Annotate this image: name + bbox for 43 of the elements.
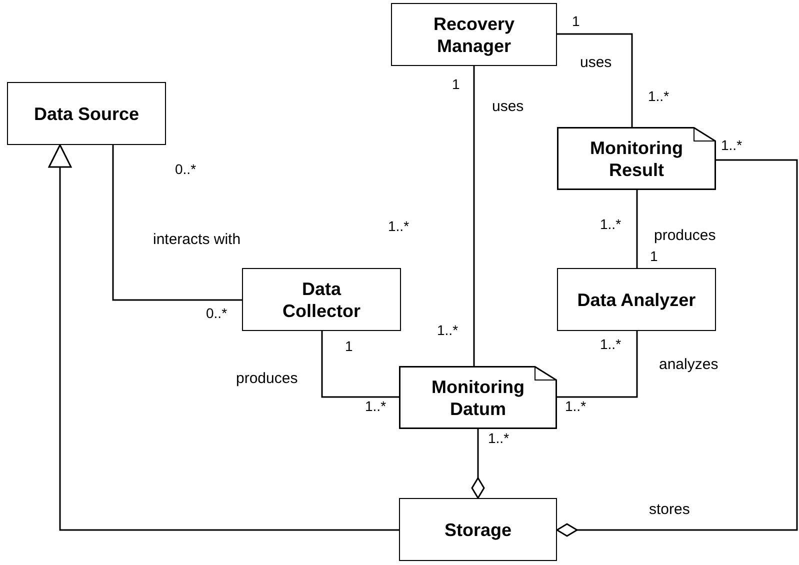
class-name: Data Source [34, 102, 140, 124]
aggregation-line [556, 159, 798, 537]
association-line [636, 190, 638, 268]
association-line [321, 331, 399, 398]
class-box [242, 268, 401, 331]
multiplicity-label: 1..* [600, 216, 622, 232]
generalization-arrow [48, 144, 399, 531]
multiplicity-label: 1..* [648, 88, 670, 104]
class-box [399, 498, 557, 561]
association-line [473, 66, 475, 366]
edge-label: uses [580, 54, 612, 72]
class-name: Recovery Manager [432, 12, 516, 56]
association-line [112, 145, 242, 301]
multiplicity-label: 1 [452, 76, 460, 92]
edge-label: produces [654, 227, 716, 245]
class-box [557, 268, 716, 331]
edge-label: produces [236, 370, 298, 388]
multiplicity-label: 1..* [437, 322, 458, 338]
multiplicity-label: 1 [650, 248, 658, 264]
class-box [391, 3, 557, 66]
association-line [557, 331, 638, 398]
multiplicity-label: 0..* [206, 305, 228, 321]
multiplicity-label: 1 [345, 338, 353, 354]
edge-label: uses [492, 98, 524, 116]
class-name: Storage [444, 518, 512, 540]
edge-label: interacts with [153, 231, 241, 249]
edge-label: analyzes [659, 356, 718, 374]
class-name: Monitoring Datum [430, 376, 526, 420]
class-name: Monitoring Result [589, 136, 684, 180]
association-line [557, 33, 633, 127]
edge-label: stores [649, 501, 690, 519]
class-name: Data Analyzer [577, 288, 696, 310]
multiplicity-label: 0..* [175, 161, 196, 177]
multiplicity-label: 1..* [365, 398, 386, 414]
class-name: Data Collector [281, 278, 362, 322]
multiplicity-label: 1..* [565, 398, 586, 414]
multiplicity-label: 1..* [600, 336, 622, 352]
multiplicity-label: 1..* [388, 218, 410, 234]
multiplicity-label: 1..* [721, 137, 742, 153]
class-box [7, 82, 166, 145]
multiplicity-label: 1..* [488, 430, 510, 446]
multiplicity-label: 1 [572, 13, 580, 29]
aggregation-line [471, 429, 485, 499]
